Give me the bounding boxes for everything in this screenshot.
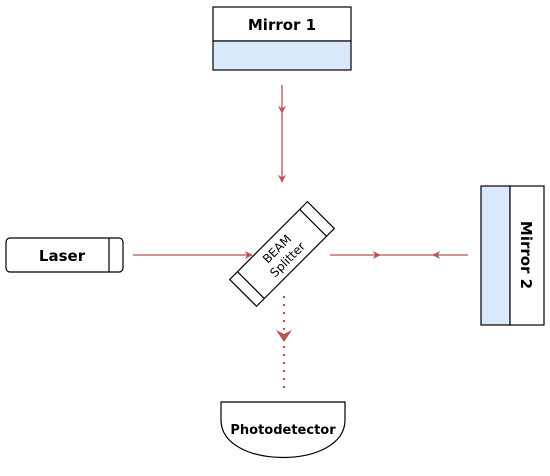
beam-splitter: BEAM Splitter — [228, 200, 336, 308]
laser: Laser — [5, 237, 124, 273]
mirror-2-reflective-surface — [480, 185, 511, 326]
beam-paths — [133, 85, 468, 392]
photodetector-label: Photodetector — [230, 423, 336, 438]
laser-body — [5, 237, 124, 273]
mirror-2: Mirror 2 — [480, 185, 545, 326]
photodetector-arrowhead — [276, 330, 292, 342]
mirror-2-label: Mirror 2 — [517, 221, 535, 289]
photodetector-body — [220, 401, 346, 458]
mirror-1-reflective-surface — [212, 40, 352, 71]
beam-splitter-right-edge — [299, 209, 327, 237]
mirror-2-label-box — [509, 185, 545, 326]
mirror-1-label: Mirror 1 — [248, 16, 316, 34]
mirror-1: Mirror 1 — [212, 6, 352, 71]
beam-splitter-left-edge — [237, 271, 265, 299]
laser-label: Laser — [39, 247, 86, 265]
mirror-1-label-box — [212, 6, 352, 42]
photodetector: Photodetector — [220, 401, 346, 458]
beam-splitter-body — [228, 200, 336, 308]
